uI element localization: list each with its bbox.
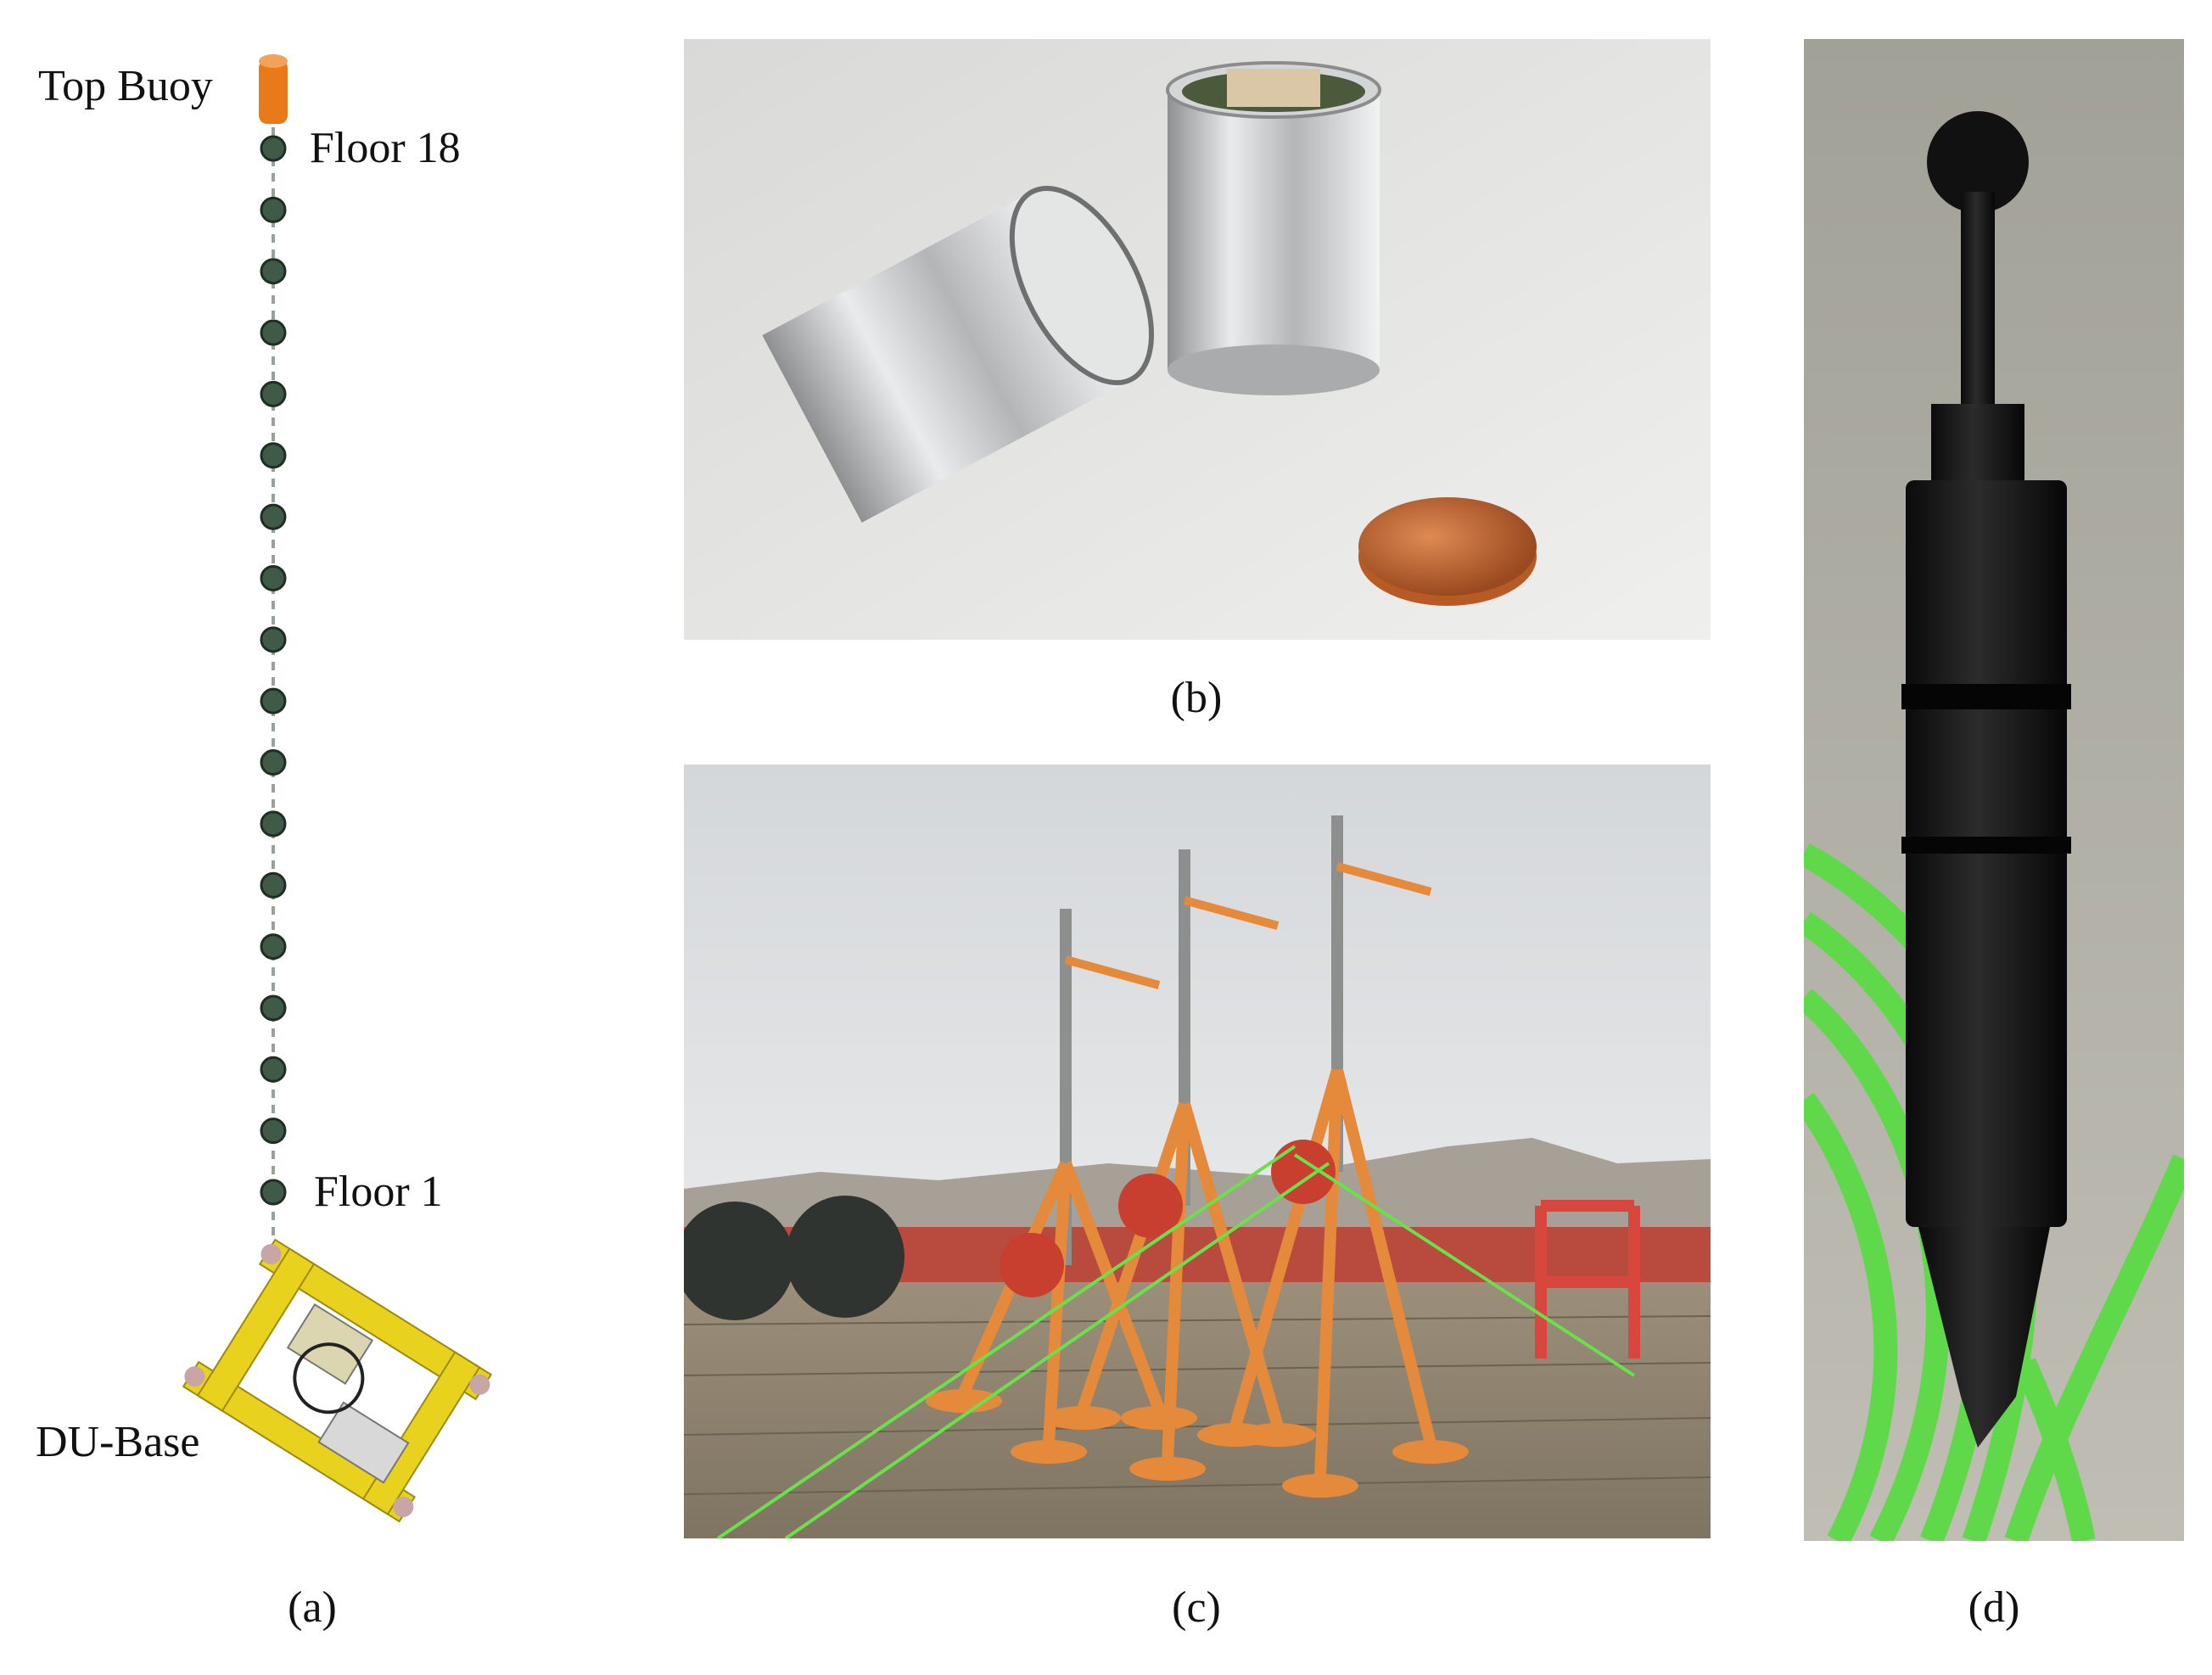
floor-sphere [260,871,287,899]
top-buoy-shape [259,54,288,124]
panel-a-detection-unit: Top Buoy Floor 18 Floor 1 DU-Base [0,0,526,1595]
floor-1-label: Floor 1 [314,1168,443,1216]
floor-sphere [260,135,287,162]
floor-sphere [260,196,287,223]
floor-sphere [260,319,287,346]
panel-d-photo-connector [1804,39,2184,1541]
floor-sphere [260,1118,287,1145]
floor-sphere [260,258,287,285]
top-buoy-label: Top Buoy [38,62,213,110]
floor-sphere [260,994,287,1022]
red-rack [1535,1200,1640,1358]
orange-frame [926,909,1197,1464]
connector-body [1901,111,2071,1448]
tires [684,1196,904,1320]
detection-unit-drawing [182,54,493,1523]
floor-sphere [260,564,287,591]
du-base-label: DU-Base [36,1418,200,1466]
floor-sphere [260,749,287,776]
panel-c-photo-deck [684,765,1711,1538]
du-base-shape [182,1238,493,1523]
euro-coin [1358,497,1537,606]
floor-sphere [260,687,287,714]
panel-b-photo-cylinders [684,39,1711,640]
orange-frames [926,815,1469,1498]
floor-sphere [260,1179,287,1206]
lying-cylinder [762,185,1155,523]
caption-b: (b) [1170,674,1223,722]
deck-photo [684,765,1711,1538]
floor-sphere [260,810,287,838]
floor-sphere [260,1056,287,1083]
floor-sphere [260,380,287,407]
green-ropes [716,1145,1636,1538]
cylinders-photo [684,39,1711,640]
floor-sphere [260,626,287,653]
floor-18-label: Floor 18 [310,124,461,172]
connector-photo [1804,39,2184,1541]
floor-sphere [260,503,287,530]
caption-a: (a) [288,1583,337,1632]
caption-d: (d) [1968,1583,2020,1632]
caption-c: (c) [1172,1583,1221,1632]
floor-sphere [260,933,287,961]
floor-spheres [260,135,287,1206]
orange-frame [1197,815,1469,1498]
standing-cylinder [1166,61,1381,395]
floor-sphere [260,442,287,469]
